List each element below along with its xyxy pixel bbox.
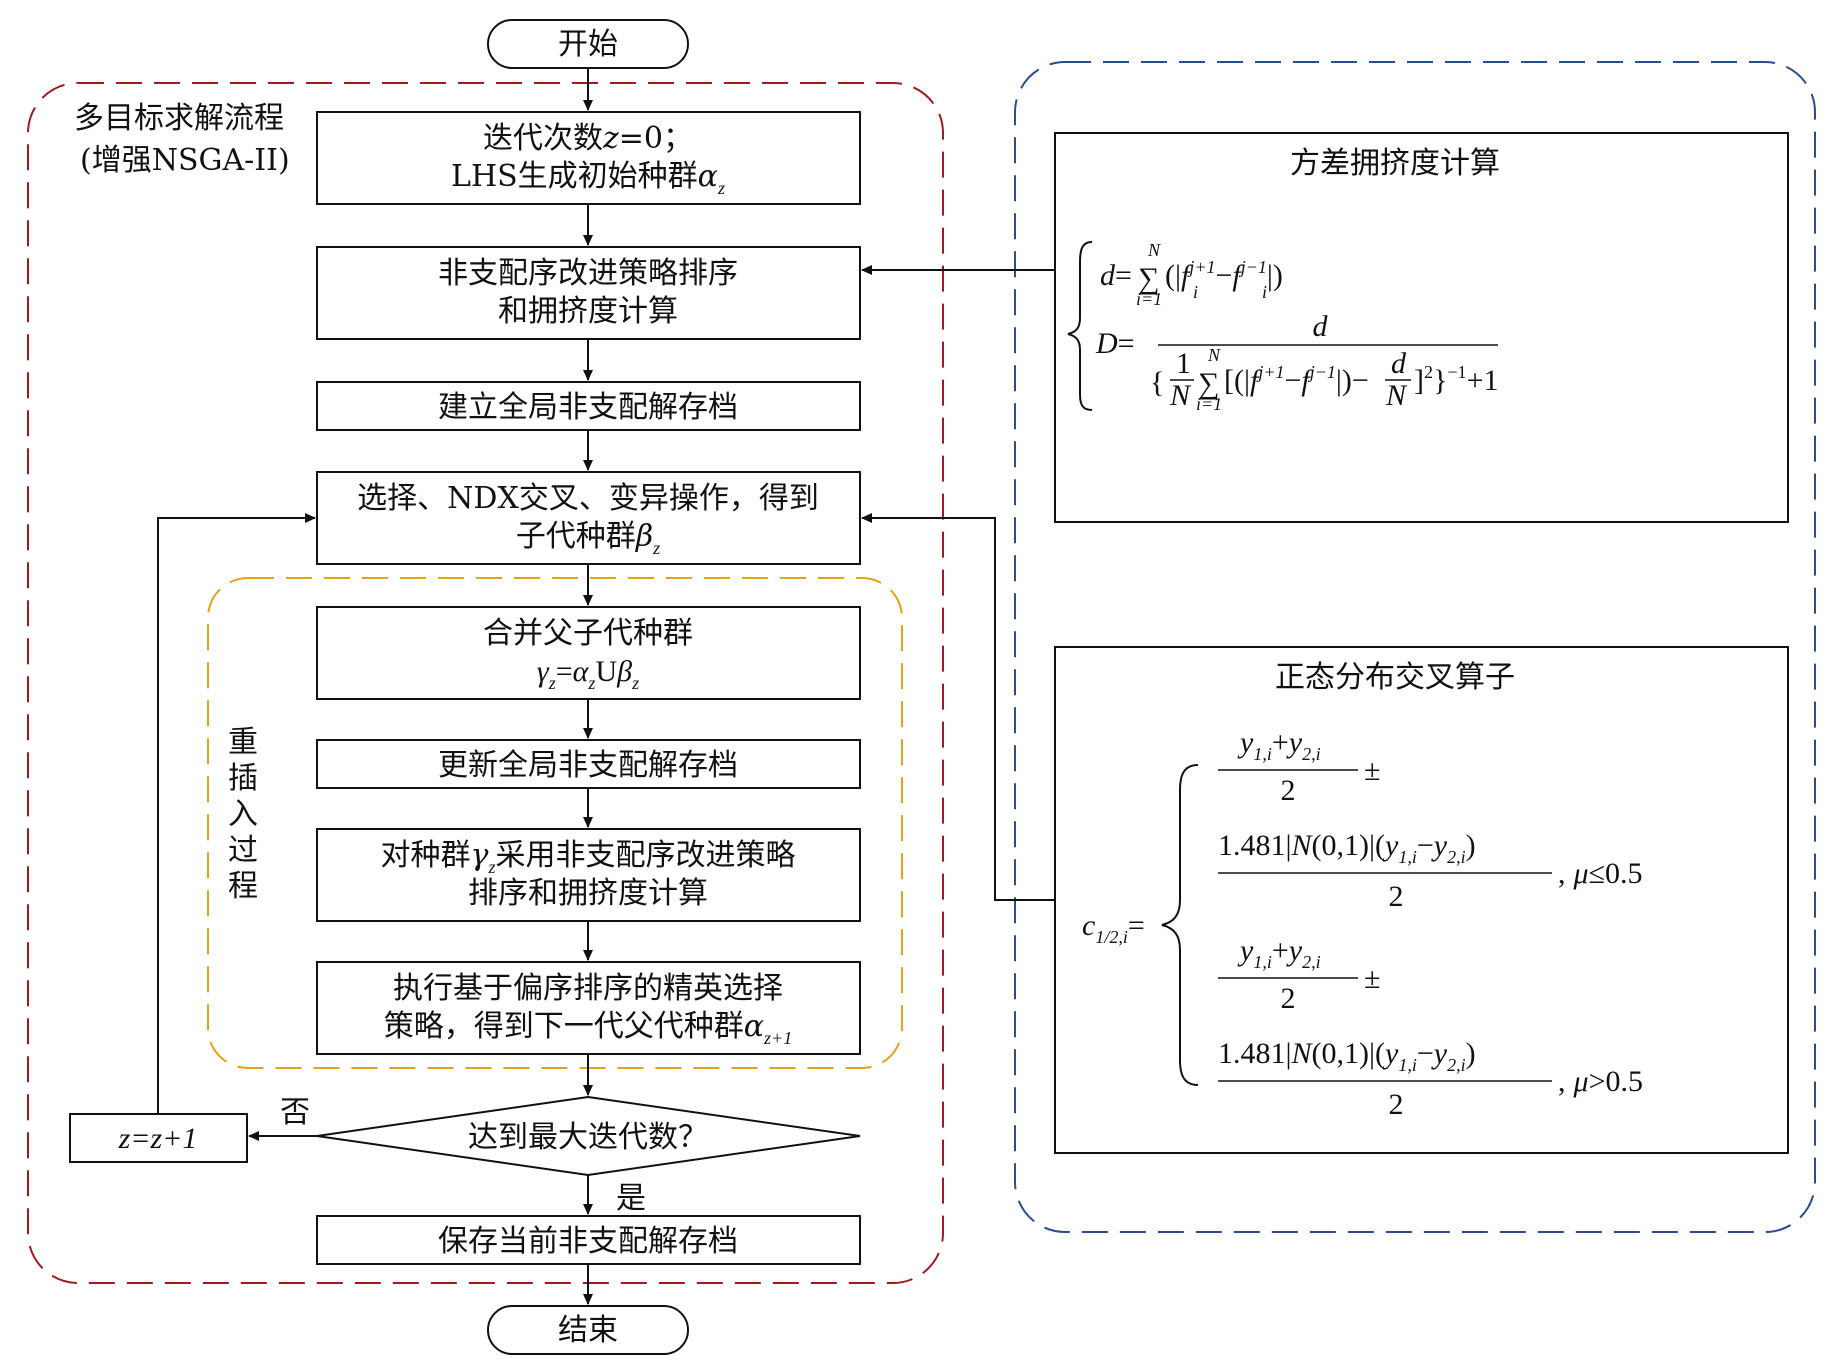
reinsert-label-2: 插 xyxy=(228,761,258,796)
ndx-case1-pm: ± xyxy=(1364,754,1380,787)
ndx-case1-den2: 2 xyxy=(1389,880,1404,913)
resort-box xyxy=(316,828,861,922)
ndx-case2-den2: 2 xyxy=(1389,1088,1404,1121)
ndx-case2-cond: ,μ>0.5 xyxy=(1558,1065,1643,1098)
crowding-panel-title: 方差拥挤度计算 xyxy=(1290,146,1500,181)
no-label: 否 xyxy=(280,1095,310,1130)
update-archive-box xyxy=(316,739,861,789)
reinsert-label-1: 重 xyxy=(228,725,258,760)
elite-box xyxy=(316,961,861,1055)
save-label: 保存当前非支配解存档 xyxy=(438,1224,738,1259)
D-numerator: d xyxy=(1313,310,1329,343)
d-sum-symbol: ∑ xyxy=(1138,262,1159,295)
D-denominator-open: { xyxy=(1150,366,1164,399)
D-denominator-one: 1 xyxy=(1176,347,1191,380)
select-box xyxy=(316,471,861,565)
D-denominator-N: N xyxy=(1169,379,1192,412)
sort-box xyxy=(316,246,861,340)
D-sum-lower: i=1 xyxy=(1196,394,1222,414)
archive-box-label: 建立全局非支配解存档 xyxy=(438,390,738,425)
ndx-case1-num2: 1.481|N(0,1)|(y1,i−y2,i) xyxy=(1218,829,1476,867)
merge-box xyxy=(316,606,861,700)
ndx-panel-title: 正态分布交叉算子 xyxy=(1275,660,1515,695)
main-process-group xyxy=(27,82,944,1284)
d-formula: d= xyxy=(1100,259,1132,292)
yes-label: 是 xyxy=(616,1181,646,1216)
D-formula-lhs: D= xyxy=(1095,327,1135,360)
arrow-loop-back xyxy=(157,513,316,1114)
init-box-line1: 迭代次数z=0； xyxy=(483,121,693,156)
ndx-lhs: c1/2,i= xyxy=(1082,909,1145,947)
sort-box-line1: 非支配序改进策略排序 xyxy=(438,256,738,291)
increment-box xyxy=(69,1113,248,1163)
ndx-case1-den1: 2 xyxy=(1281,774,1296,807)
resort-box-line1: 对种群γz采用非支配序改进策略 xyxy=(381,838,796,877)
select-box-line1: 选择、NDX交叉、变异操作，得到 xyxy=(357,481,819,516)
D-denominator-close: ]2}−1+1 xyxy=(1414,362,1498,397)
resort-box-line2: 排序和拥挤度计算 xyxy=(468,876,708,911)
ndx-case2-pm: ± xyxy=(1364,962,1380,995)
d-sum-body-sub1: i xyxy=(1193,282,1198,302)
ndx-case1-cond: ,μ≤0.5 xyxy=(1558,857,1643,890)
decision-label: 达到最大迭代数？ xyxy=(468,1120,708,1155)
reinsert-process-group xyxy=(207,577,903,1069)
end-label: 结束 xyxy=(558,1313,618,1348)
main-group-title: 多目标求解流程 xyxy=(74,101,284,136)
ndx-case2-sum: y1,i+y2,i xyxy=(1237,934,1321,972)
reinsert-label-3: 入 xyxy=(228,797,258,832)
ndx-brace xyxy=(1161,764,1199,1086)
main-group-subtitle: (增强NSGA-II) xyxy=(80,143,290,178)
crowding-brace xyxy=(1067,241,1093,411)
arrow-ndx-select xyxy=(861,513,1055,901)
elite-box-line2: 策略，得到下一代父代种群αz+1 xyxy=(384,1009,792,1048)
init-box-line2: LHS生成初始种群αz xyxy=(451,159,725,198)
reinsert-label-4: 过 xyxy=(228,833,258,868)
D-sum-symbol: ∑ xyxy=(1198,367,1219,400)
elite-box-line1: 执行基于偏序排序的精英选择 xyxy=(393,971,783,1006)
reinsert-label-5: 程 xyxy=(228,869,258,904)
D-denominator-body: [(|fj+1−fj−1|)− xyxy=(1224,362,1369,397)
save-box xyxy=(316,1215,861,1265)
archive-box xyxy=(316,381,861,431)
d-sum-upper: N xyxy=(1147,240,1161,260)
merge-box-line1: 合并父子代种群 xyxy=(483,616,693,651)
increment-label: z=z+1 xyxy=(118,1122,198,1155)
ndx-case2-den1: 2 xyxy=(1281,982,1296,1015)
operators-group xyxy=(1014,61,1816,1233)
ndx-case1-sum: y1,i+y2,i xyxy=(1237,726,1321,764)
ndx-panel xyxy=(1054,646,1789,1154)
D-sum-upper: N xyxy=(1207,345,1221,365)
merge-box-line2: γz=αzUβz xyxy=(537,655,639,693)
crowding-panel xyxy=(1054,132,1789,523)
select-box-line2: 子代种群βz xyxy=(516,519,660,558)
D-denominator-d: d xyxy=(1391,347,1407,380)
d-sum-body-sub2: i xyxy=(1262,282,1267,302)
update-archive-label: 更新全局非支配解存档 xyxy=(438,748,738,783)
sort-box-line2: 和拥挤度计算 xyxy=(498,294,678,329)
start-label: 开始 xyxy=(558,27,618,62)
D-denominator-N2: N xyxy=(1385,379,1408,412)
ndx-case2-num2: 1.481|N(0,1)|(y1,i−y2,i) xyxy=(1218,1037,1476,1075)
end-node xyxy=(487,1305,689,1355)
d-sum-lower: i=1 xyxy=(1136,289,1162,309)
